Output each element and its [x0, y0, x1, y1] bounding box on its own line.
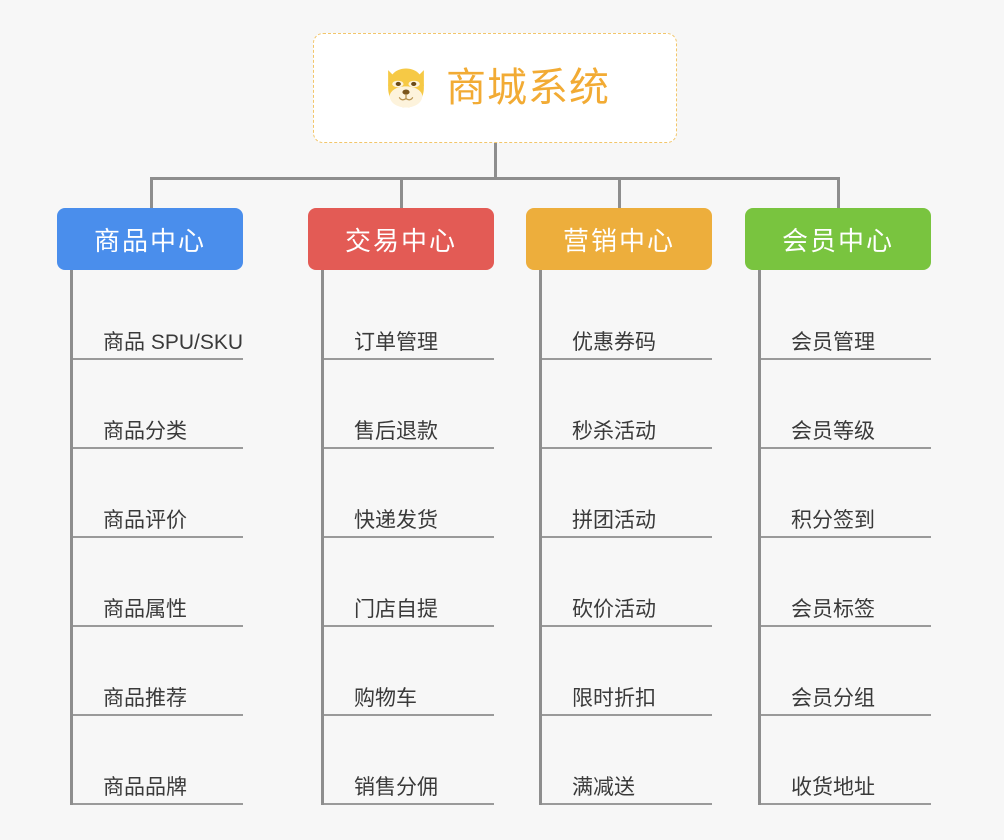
leaf-label: 售后退款 [354, 419, 438, 443]
leaf-label: 限时折扣 [572, 686, 656, 710]
leaf-label: 优惠券码 [572, 330, 656, 354]
branch-product-center: 商品中心 商品 SPU/SKU 商品分类 商品评价 商品属性 商品推荐 商品品牌 [57, 208, 243, 805]
leaf-label: 会员标签 [791, 597, 875, 621]
leaf-label: 商品品牌 [103, 775, 187, 799]
leaf-label: 拼团活动 [572, 508, 656, 532]
list-item[interactable]: 商品分类 [73, 360, 243, 449]
list-item[interactable]: 门店自提 [324, 538, 494, 627]
connector-drop-marketing-center [618, 177, 621, 208]
list-item[interactable]: 收货地址 [761, 716, 931, 805]
list-item[interactable]: 会员等级 [761, 360, 931, 449]
list-item[interactable]: 会员分组 [761, 627, 931, 716]
list-item[interactable]: 会员标签 [761, 538, 931, 627]
list-item[interactable]: 快递发货 [324, 449, 494, 538]
list-item[interactable]: 优惠券码 [542, 270, 712, 360]
connector-drop-member-center [837, 177, 840, 208]
root-title: 商城系统 [446, 66, 610, 110]
leaf-label: 会员管理 [791, 330, 875, 354]
branch-header-marketing-center[interactable]: 营销中心 [526, 208, 712, 270]
list-item[interactable]: 商品品牌 [73, 716, 243, 805]
leaf-label: 商品推荐 [103, 686, 187, 710]
leaf-label: 商品分类 [103, 419, 187, 443]
leaf-label: 购物车 [354, 686, 417, 710]
list-item[interactable]: 积分签到 [761, 449, 931, 538]
leaf-label: 秒杀活动 [572, 419, 656, 443]
list-item[interactable]: 砍价活动 [542, 538, 712, 627]
leaf-label: 商品属性 [103, 597, 187, 621]
branch-trade-center: 交易中心 订单管理 售后退款 快递发货 门店自提 购物车 销售分佣 [308, 208, 494, 805]
leaf-list-trade-center: 订单管理 售后退款 快递发货 门店自提 购物车 销售分佣 [321, 270, 494, 805]
leaf-label: 快递发货 [354, 508, 438, 532]
list-item[interactable]: 拼团活动 [542, 449, 712, 538]
leaf-label: 门店自提 [354, 597, 438, 621]
leaf-list-product-center: 商品 SPU/SKU 商品分类 商品评价 商品属性 商品推荐 商品品牌 [70, 270, 243, 805]
list-item[interactable]: 销售分佣 [324, 716, 494, 805]
leaf-label: 销售分佣 [354, 775, 438, 799]
branch-header-product-center[interactable]: 商品中心 [57, 208, 243, 270]
list-item[interactable]: 订单管理 [324, 270, 494, 360]
list-item[interactable]: 商品属性 [73, 538, 243, 627]
leaf-label: 订单管理 [354, 330, 438, 354]
branch-header-trade-center[interactable]: 交易中心 [308, 208, 494, 270]
leaf-label: 积分签到 [791, 508, 875, 532]
list-item[interactable]: 售后退款 [324, 360, 494, 449]
root-node[interactable]: 商城系统 [313, 33, 677, 143]
branch-member-center: 会员中心 会员管理 会员等级 积分签到 会员标签 会员分组 收货地址 [745, 208, 931, 805]
list-item[interactable]: 限时折扣 [542, 627, 712, 716]
branch-marketing-center: 营销中心 优惠券码 秒杀活动 拼团活动 砍价活动 限时折扣 满减送 [526, 208, 712, 805]
leaf-label: 砍价活动 [572, 597, 656, 621]
dog-face-icon [388, 68, 424, 108]
list-item[interactable]: 满减送 [542, 716, 712, 805]
list-item[interactable]: 商品推荐 [73, 627, 243, 716]
leaf-label: 会员等级 [791, 419, 875, 443]
leaf-list-marketing-center: 优惠券码 秒杀活动 拼团活动 砍价活动 限时折扣 满减送 [539, 270, 712, 805]
branch-header-member-center[interactable]: 会员中心 [745, 208, 931, 270]
leaf-list-member-center: 会员管理 会员等级 积分签到 会员标签 会员分组 收货地址 [758, 270, 931, 805]
list-item[interactable]: 商品评价 [73, 449, 243, 538]
connector-drop-trade-center [400, 177, 403, 208]
connector-root-stem [494, 143, 497, 179]
leaf-label: 商品 SPU/SKU [103, 330, 244, 354]
list-item[interactable]: 秒杀活动 [542, 360, 712, 449]
leaf-label: 商品评价 [103, 508, 187, 532]
list-item[interactable]: 商品 SPU/SKU [73, 270, 243, 360]
connector-drop-product-center [150, 177, 153, 208]
list-item[interactable]: 会员管理 [761, 270, 931, 360]
leaf-label: 会员分组 [791, 686, 875, 710]
connector-horizontal-bus [150, 177, 840, 180]
list-item[interactable]: 购物车 [324, 627, 494, 716]
leaf-label: 满减送 [572, 775, 635, 799]
leaf-label: 收货地址 [791, 775, 875, 799]
